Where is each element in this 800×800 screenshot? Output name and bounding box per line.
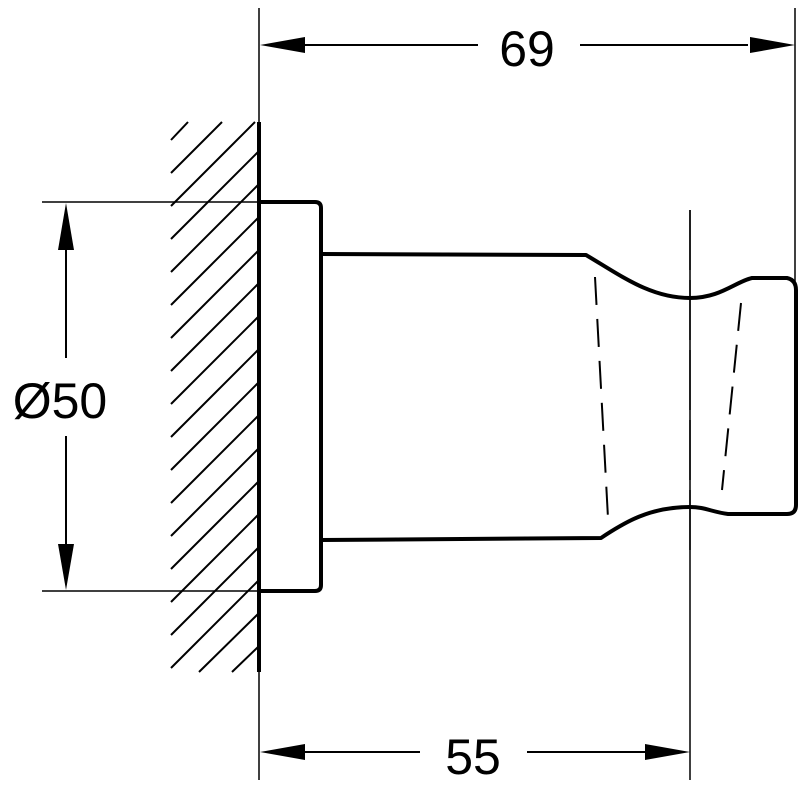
wall-hatching: [170, 121, 259, 673]
dimension-label-diameter-50: Ø50: [13, 373, 108, 429]
dimension-label-69: 69: [499, 21, 555, 77]
hidden-lines: [594, 276, 742, 519]
dimension-label-55: 55: [445, 729, 501, 785]
dimension-overall-depth: 69: [260, 21, 795, 77]
dimension-holder-depth: 55: [260, 729, 690, 785]
extension-lines: [42, 8, 796, 780]
dimension-flange-diameter: Ø50: [13, 203, 108, 590]
holder-body-outline: [320, 252, 798, 542]
flange-outline: [259, 200, 323, 593]
